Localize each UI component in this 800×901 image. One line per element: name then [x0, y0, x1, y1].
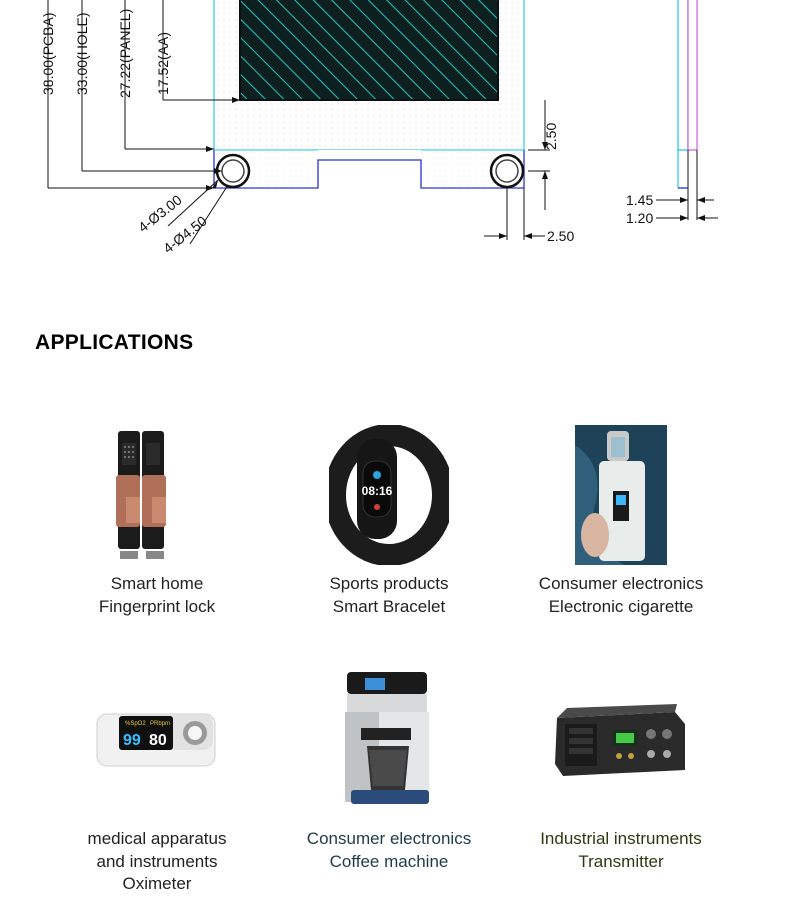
app-fingerprint-lock: Smart home Fingerprint lock	[42, 425, 272, 618]
active-area	[239, 0, 499, 101]
dim-side-1-label: 1.45	[626, 192, 653, 208]
dim-pcba-label: 38.00(PCBA)	[40, 13, 56, 95]
fingerprint-lock-icon	[116, 431, 166, 559]
mounting-hole-right	[489, 153, 525, 189]
dimension-arrows	[206, 97, 548, 239]
applications-heading: APPLICATIONS	[35, 331, 194, 354]
app-5-line1: Consumer electronics	[306, 829, 472, 848]
oximeter-pr-value: 80	[149, 732, 167, 749]
app-5-line2: Coffee machine	[329, 851, 449, 871]
app-3-line2: Electronic cigarette	[548, 596, 694, 616]
dim-right-horizontal-label: 2.50	[547, 228, 574, 244]
app-3-line1: Consumer electronics	[538, 574, 704, 593]
dim-hole-label: 33.00(HOLE)	[74, 13, 90, 95]
app-4-line2: and instruments	[96, 851, 218, 871]
app-1-line2: Fingerprint lock	[98, 596, 216, 616]
app-2-line1: Sports products	[329, 574, 449, 593]
bracelet-time: 08:16	[362, 484, 393, 498]
app-1-line1: Smart home	[110, 574, 204, 593]
mechanical-drawing: 38.00(PCBA) 33.00(HOLE) 27.22(PANEL) 17.…	[40, 0, 718, 256]
dim-hole-outer-label: 4-Ø4.50	[160, 212, 210, 256]
oximeter-spo2-value: 99	[123, 732, 141, 749]
side-view	[656, 0, 718, 221]
dim-right-vertical-label: 2.50	[543, 123, 559, 150]
oximeter-icon: %SpO2 PRbpm 99 80	[96, 713, 216, 767]
dimension-lines	[47, 0, 550, 245]
dim-side-2-label: 1.20	[626, 210, 653, 226]
dim-panel-label: 27.22(PANEL)	[117, 9, 133, 98]
app-4-line1: medical apparatus	[87, 829, 227, 848]
app-coffee-machine: Consumer electronics Coffee machine	[274, 668, 504, 873]
dim-aa-label: 17.52(AA)	[155, 32, 171, 95]
mounting-hole-left	[215, 153, 251, 189]
oximeter-spo2-label: %SpO2	[125, 721, 146, 727]
app-transmitter: Industrial instruments Transmitter	[506, 700, 736, 873]
app-6-line1: Industrial instruments	[540, 829, 702, 848]
app-6-line2: Transmitter	[578, 851, 664, 871]
app-e-cigarette: Consumer electronics Electronic cigarett…	[506, 425, 736, 618]
smart-bracelet-icon: 08:16	[329, 425, 449, 565]
e-cigarette-icon	[575, 425, 667, 565]
dim-hole-inner-label: 4-Ø3.00	[135, 191, 185, 235]
app-4-line3: Oximeter	[122, 874, 192, 893]
oximeter-pr-label: PRbpm	[150, 721, 170, 727]
app-smart-bracelet: 08:16 Sports products Smart Bracelet	[274, 425, 504, 618]
transmitter-icon	[555, 704, 685, 776]
app-2-line2: Smart Bracelet	[332, 596, 446, 616]
coffee-machine-icon	[345, 672, 429, 804]
app-oximeter: %SpO2 PRbpm 99 80 medical apparatus and …	[42, 700, 272, 896]
